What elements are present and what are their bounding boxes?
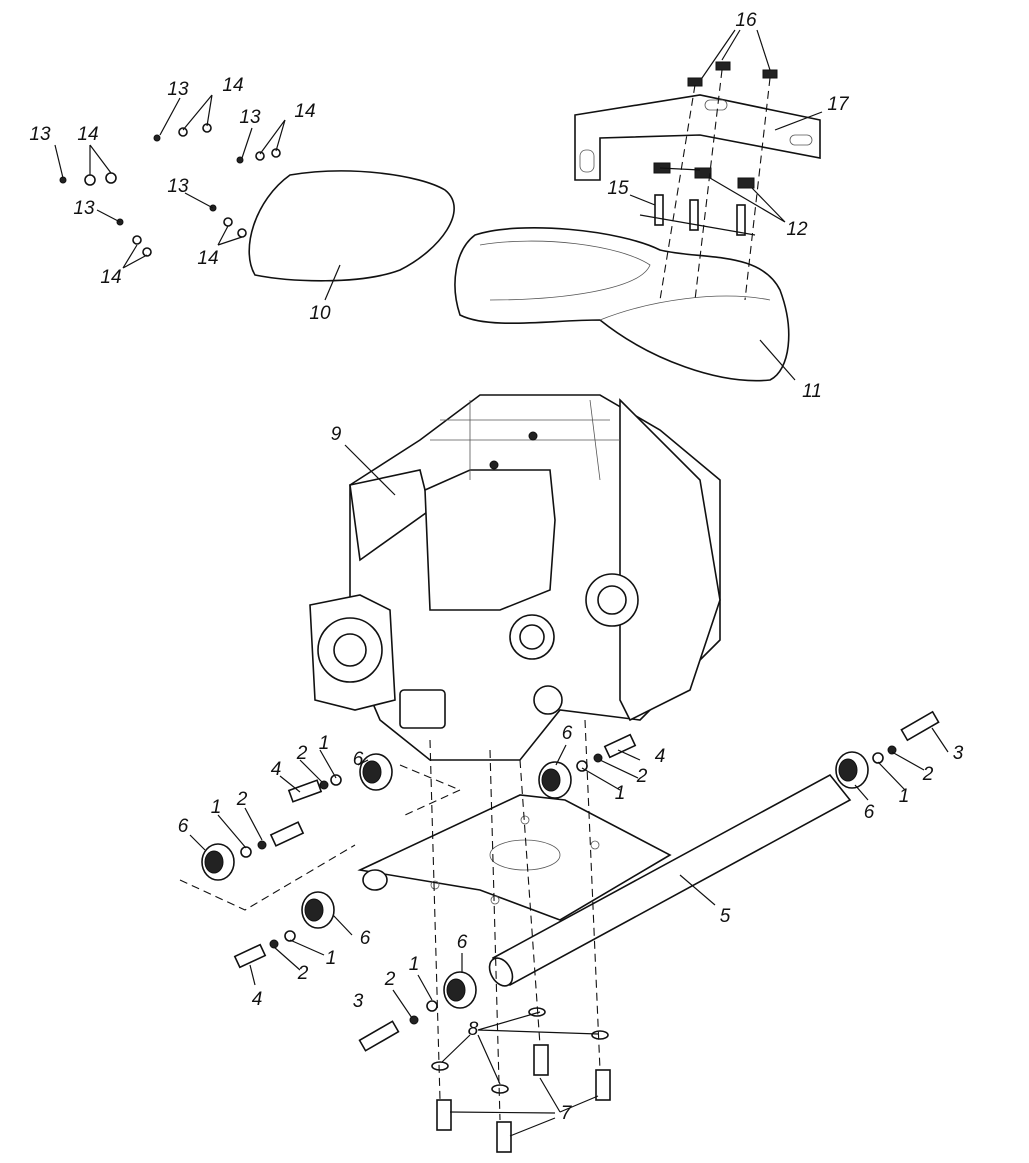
part-13-14-fasteners: [59, 123, 281, 257]
callout-6: 6: [178, 816, 189, 837]
callout-1: 1: [326, 948, 337, 969]
part-12-grommets: [653, 162, 755, 189]
part-11-air-shroud: [454, 227, 790, 382]
callout-8: 8: [468, 1019, 479, 1040]
callout-4: 4: [655, 746, 666, 767]
callout-3: 3: [353, 991, 364, 1012]
callout-11: 11: [802, 381, 822, 402]
callout-14: 14: [222, 75, 243, 96]
washers-and-bolts: [233, 710, 940, 1153]
callout-2: 2: [922, 764, 934, 785]
frame-plate: [357, 794, 672, 921]
callout-4: 4: [252, 989, 263, 1010]
callout-3: 3: [953, 743, 964, 764]
callout-2: 2: [384, 969, 396, 990]
callout-6: 6: [864, 802, 875, 823]
callout-1: 1: [899, 786, 910, 807]
part-15-spacers: [639, 194, 756, 236]
part-16-nuts: [687, 61, 778, 87]
callout-6: 6: [562, 723, 573, 744]
callout-6: 6: [353, 749, 364, 770]
callout-10: 10: [309, 303, 331, 324]
callout-13: 13: [239, 107, 261, 128]
part-6-mounts: [201, 751, 869, 1009]
callout-2: 2: [296, 743, 308, 764]
callout-12: 12: [786, 219, 808, 240]
leader-lines: [54, 29, 949, 1137]
callout-1: 1: [211, 797, 222, 818]
callout-14: 14: [77, 124, 98, 145]
callout-16: 16: [735, 10, 757, 31]
callout-13: 13: [167, 176, 189, 197]
callout-14: 14: [100, 267, 121, 288]
callout-13: 13: [167, 79, 189, 100]
alignment-lines: [179, 719, 601, 1121]
callout-2: 2: [636, 766, 648, 787]
callout-labels: 16 17 15 12 13 14 13 14 13 14 13 14 13 1…: [29, 10, 963, 1124]
callout-2: 2: [297, 963, 309, 984]
callout-6: 6: [360, 928, 371, 949]
callout-1: 1: [409, 954, 420, 975]
callout-7: 7: [561, 1103, 573, 1124]
callout-14: 14: [197, 248, 218, 269]
callout-14: 14: [294, 101, 315, 122]
callout-17: 17: [827, 94, 850, 115]
callout-1: 1: [319, 733, 330, 754]
callout-6: 6: [457, 932, 468, 953]
part-17-bracket: [574, 94, 821, 181]
callout-13: 13: [29, 124, 51, 145]
callout-5: 5: [720, 906, 731, 927]
part-9-engine: [309, 394, 721, 761]
callout-15: 15: [607, 178, 629, 199]
callout-9: 9: [331, 424, 342, 445]
callout-2: 2: [236, 789, 248, 810]
part-10-gasket: [248, 170, 455, 282]
callout-1: 1: [615, 783, 626, 804]
callout-13: 13: [73, 198, 95, 219]
callout-4: 4: [271, 759, 282, 780]
